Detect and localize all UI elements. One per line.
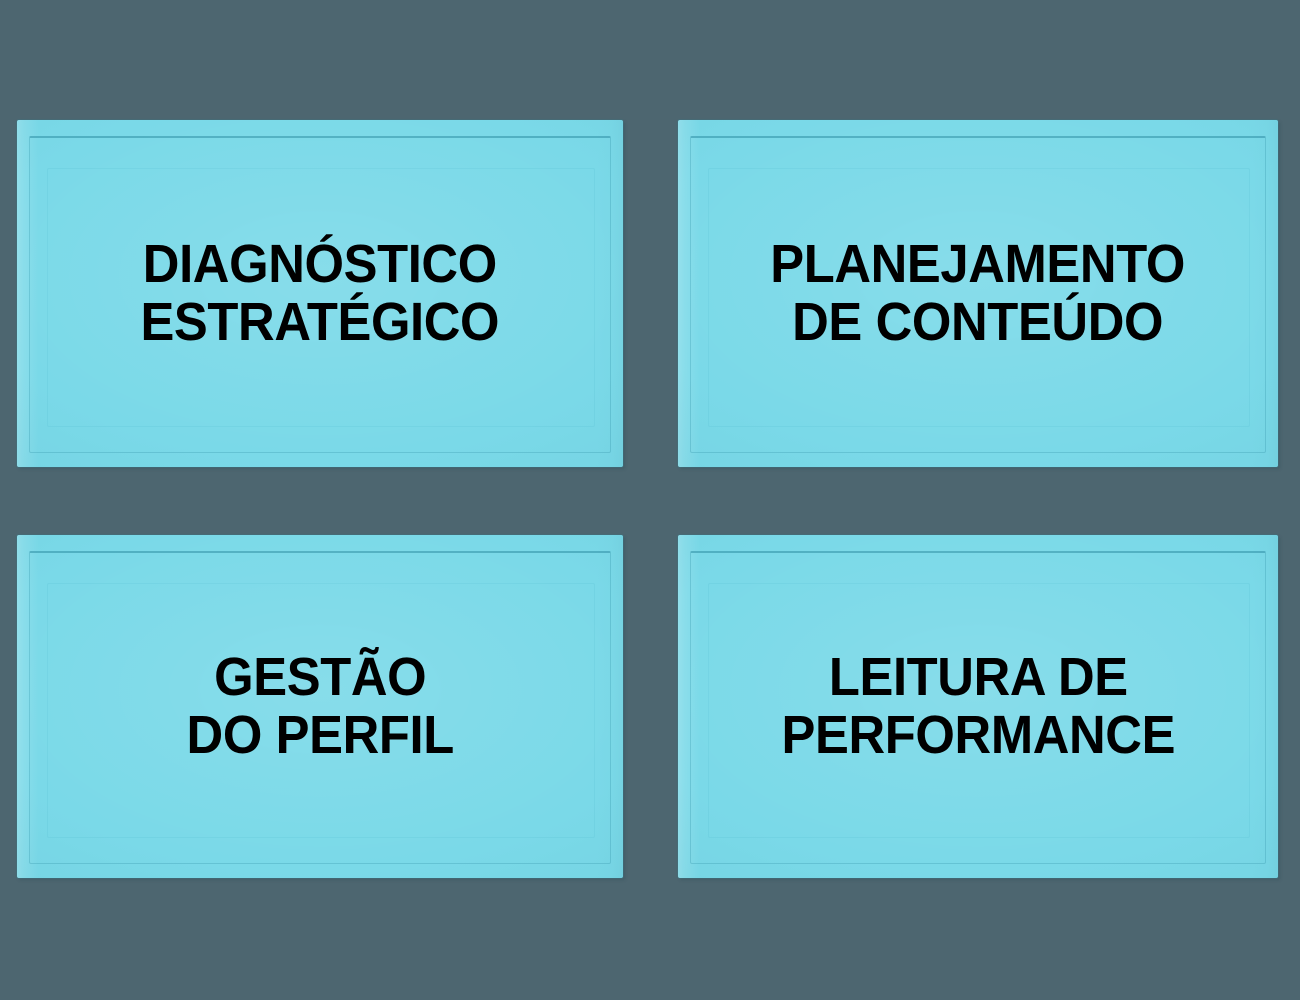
card-gestao-do-perfil[interactable]: GESTÃO DO PERFIL	[17, 535, 623, 878]
card-planejamento-de-conteudo[interactable]: PLANEJAMENTO DE CONTEÚDO	[678, 120, 1278, 467]
card-label-gestao-do-perfil: GESTÃO DO PERFIL	[186, 646, 454, 765]
card-label-diagnostico-estrategico: DIAGNÓSTICO ESTRATÉGICO	[140, 233, 500, 352]
card-label-planejamento-de-conteudo: PLANEJAMENTO DE CONTEÚDO	[770, 233, 1186, 352]
card-leitura-de-performance[interactable]: LEITURA DE PERFORMANCE	[678, 535, 1278, 878]
card-label-leitura-de-performance: LEITURA DE PERFORMANCE	[781, 646, 1175, 765]
card-diagnostico-estrategico[interactable]: DIAGNÓSTICO ESTRATÉGICO	[17, 120, 623, 467]
